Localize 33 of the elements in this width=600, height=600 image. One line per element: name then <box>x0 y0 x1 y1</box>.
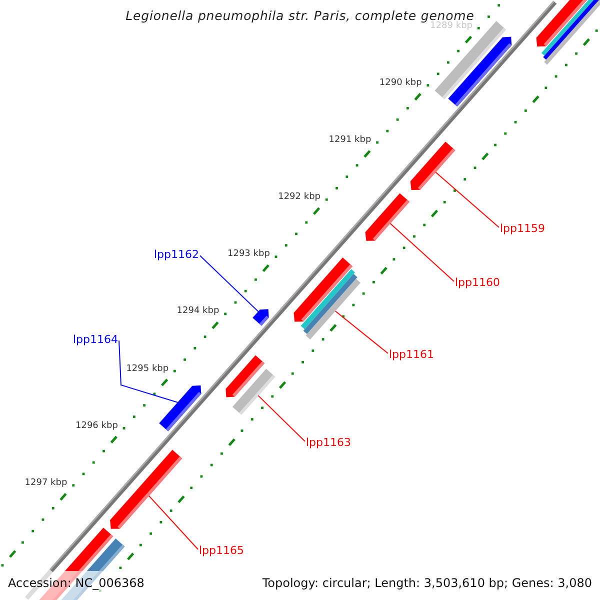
tick-label: 1293 kbp <box>228 250 270 260</box>
tick-label: 1292 kbp <box>278 193 320 202</box>
gene-feature <box>365 193 410 241</box>
map-title: Legionella pneumophila str. Paris, complete genome <box>124 10 476 22</box>
accession-text: Accession: NC_006368 <box>8 577 144 589</box>
leader-line <box>435 172 500 228</box>
gene-feature <box>306 278 360 340</box>
gene-label: lpp1160 <box>455 277 500 288</box>
tick-label: 1291 kbp <box>328 136 372 145</box>
gene-feature <box>541 0 594 56</box>
gene-feature <box>448 36 512 107</box>
tick-label: 1296 kbp <box>76 422 118 431</box>
tick-label: 1294 kbp <box>176 307 220 316</box>
gene-feature <box>159 385 202 432</box>
gene-label: lpp1165 <box>199 545 244 556</box>
gene-feature <box>252 309 269 326</box>
tick-label: 1297 kbp <box>24 478 68 488</box>
gene-label: lpp1159 <box>500 223 546 234</box>
leader-line <box>390 223 454 282</box>
tick-label: 1295 kbp <box>126 364 169 374</box>
leader-line <box>200 255 259 312</box>
gene-label: lpp1164 <box>72 334 118 345</box>
leader-line <box>334 310 388 354</box>
gene-label: lpp1163 <box>306 437 352 448</box>
leader-line <box>118 340 178 403</box>
tick-label: 1290 kbp <box>379 78 422 88</box>
gene-feature <box>410 142 456 190</box>
genome-summary: Topology: circular; Length: 3,503,610 bp; Genes: 3,080 <box>262 577 592 589</box>
gene-label: lpp1161 <box>389 349 434 360</box>
gene-label: lpp1162 <box>154 249 199 260</box>
gene-feature <box>110 450 182 529</box>
leader-line <box>148 495 198 550</box>
gene-feature <box>232 368 276 415</box>
